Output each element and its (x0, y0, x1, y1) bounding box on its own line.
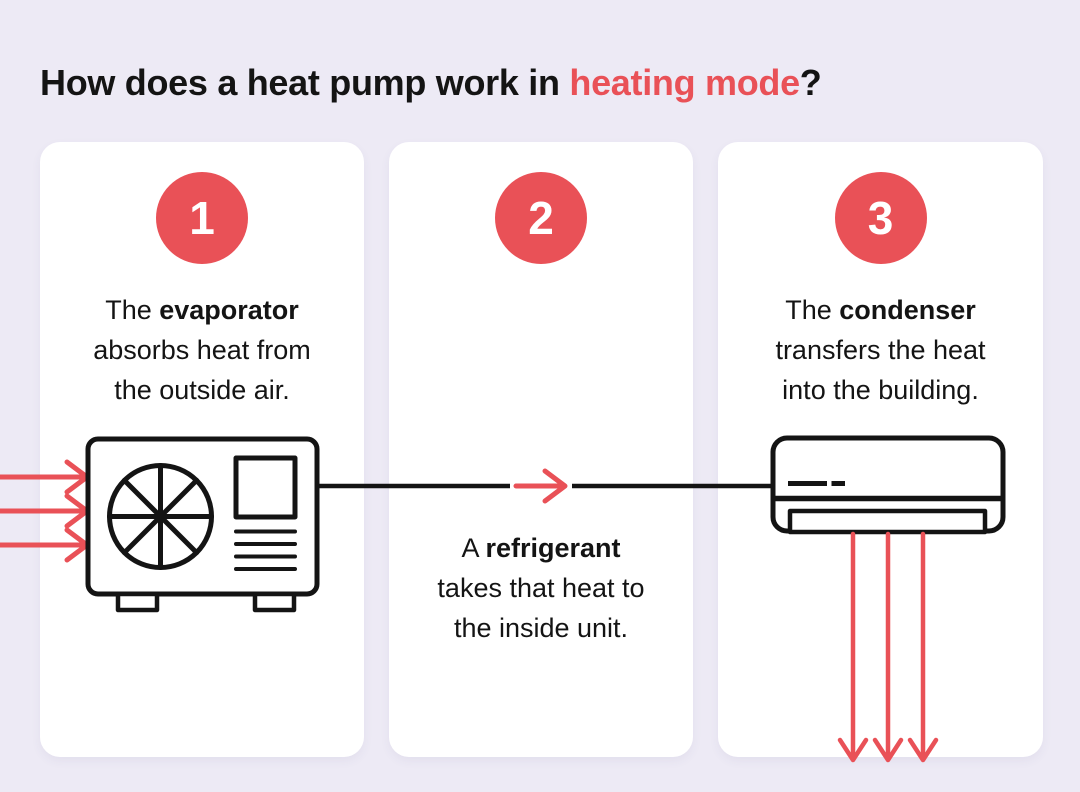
step-number: 1 (189, 192, 215, 244)
title-prefix: How does a heat pump work in (40, 62, 570, 103)
caption-text: The (785, 295, 840, 325)
step-card-condenser: 3 The condenser transfers the heat into … (718, 142, 1043, 757)
caption-keyword: condenser (839, 295, 976, 325)
step-number-badge: 3 (834, 172, 927, 264)
step-caption: The condenser transfers the heat into th… (718, 290, 1043, 410)
title-highlight: heating mode (569, 62, 800, 103)
step-number-badge: 1 (156, 172, 248, 264)
caption-line: takes that heat to (437, 573, 645, 603)
caption-line: The evaporator (40, 290, 364, 330)
caption-line: A refrigerant (389, 528, 693, 568)
step-number: 3 (867, 192, 894, 244)
caption-line: into the building. (782, 375, 979, 405)
step-card-evaporator: 1 The evaporator absorbs heat from the o… (40, 142, 364, 757)
page-title: How does a heat pump work in heating mod… (40, 62, 822, 104)
caption-line: transfers the heat (775, 335, 986, 365)
caption-line: the outside air. (114, 375, 290, 405)
step-number-badge: 2 (495, 172, 587, 264)
caption-line: absorbs heat from (93, 335, 311, 365)
caption-line: the inside unit. (453, 613, 629, 643)
caption-keyword: refrigerant (485, 533, 621, 563)
title-suffix: ? (799, 62, 822, 103)
caption-text: The (105, 295, 160, 325)
step-card-refrigerant: 2 A refrigerant takes that heat to the i… (389, 142, 693, 757)
caption-text: A (461, 533, 486, 563)
step-caption: A refrigerant takes that heat to the ins… (389, 528, 693, 648)
step-number: 2 (528, 192, 554, 244)
caption-line: The condenser (718, 290, 1043, 330)
step-caption: The evaporator absorbs heat from the out… (40, 290, 364, 410)
caption-keyword: evaporator (159, 295, 299, 325)
